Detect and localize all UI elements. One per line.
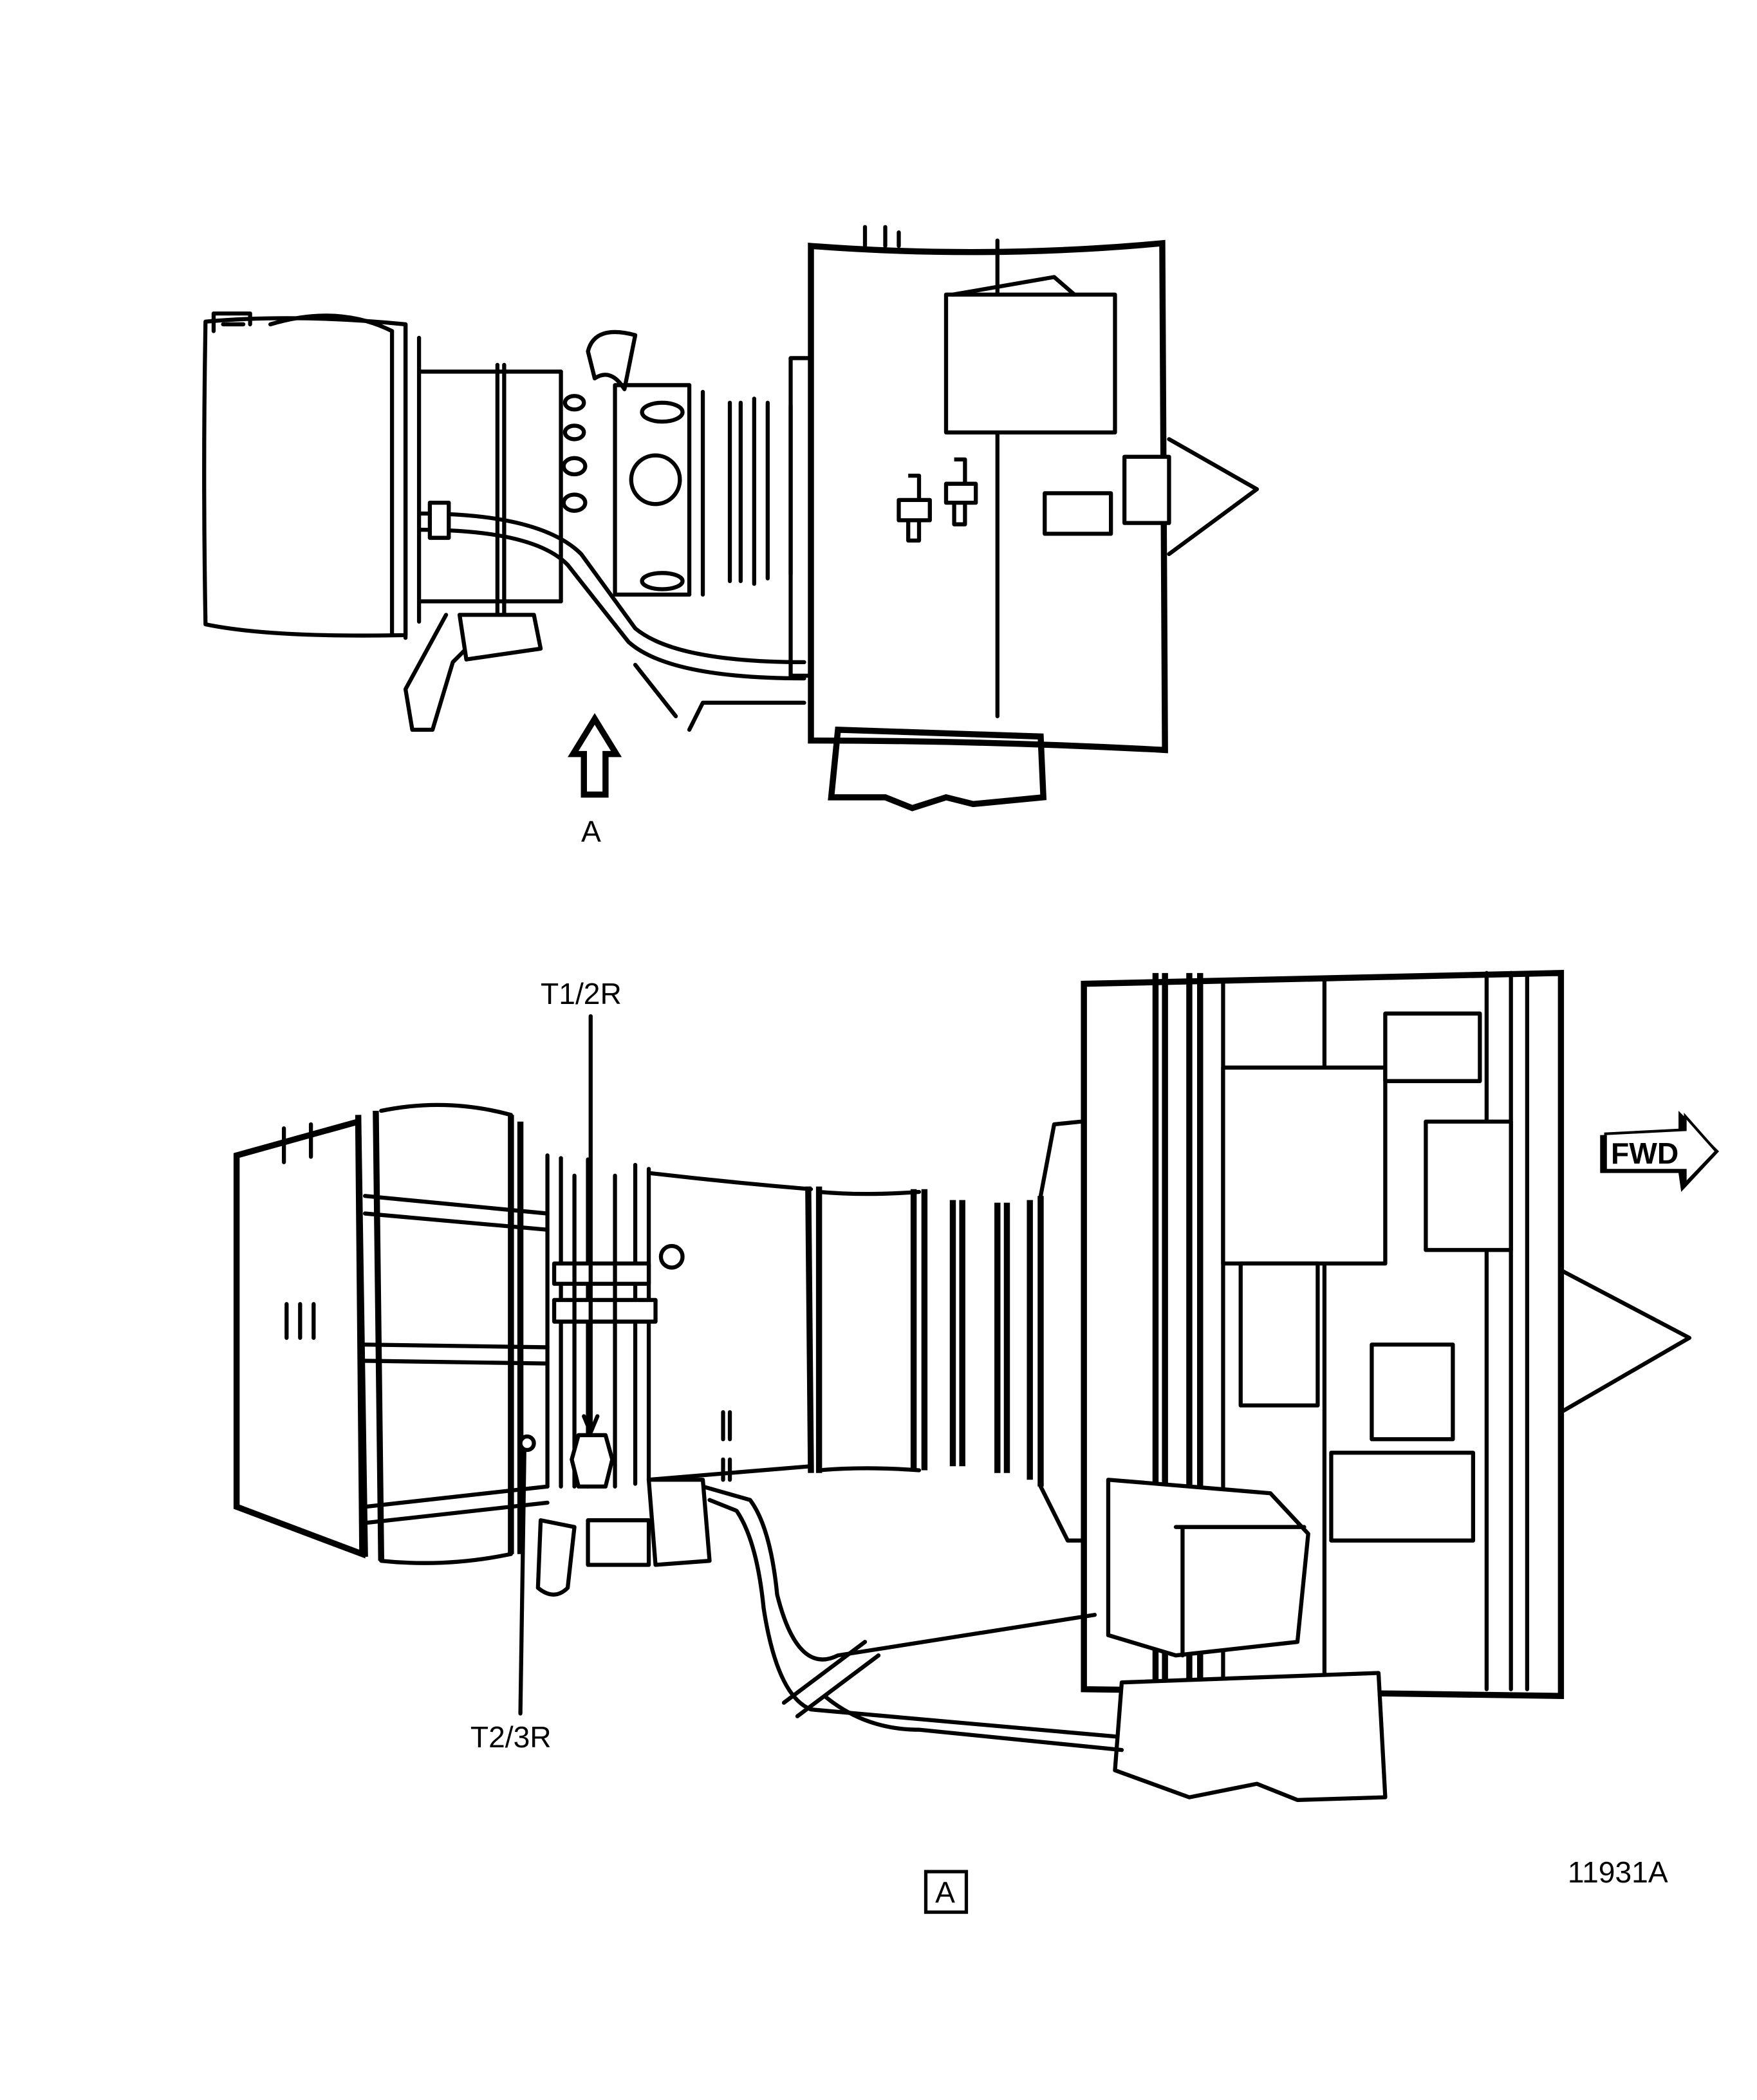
engine-side-view: A — [202, 225, 1260, 848]
fwd-direction-arrow: FWD — [1600, 1110, 1720, 1192]
gearbox — [828, 726, 1047, 812]
fan-case — [808, 239, 1168, 754]
view-a-label-text: A — [935, 1875, 955, 1909]
engine-detail-view: T1/2R T2/3R FWD — [233, 969, 1720, 1803]
spinner-cone — [1167, 437, 1260, 557]
callout-t1-2r-label: T1/2R — [541, 977, 622, 1010]
fwd-label: FWD — [1611, 1137, 1678, 1170]
callout-t1-2r: T1/2R — [541, 977, 622, 1435]
figure-number: 11931A — [1568, 1855, 1668, 1889]
callout-t2-3r-label: T2/3R — [470, 1720, 552, 1754]
callout-t2-3r: T2/3R — [470, 1434, 552, 1754]
detail-fan-case — [1081, 969, 1565, 1699]
view-a-arrow: A — [568, 713, 622, 848]
port-holes — [561, 394, 685, 591]
detail-spinner-cone — [1559, 1268, 1691, 1415]
view-a-label: A — [924, 1870, 969, 1914]
exhaust-nozzle — [202, 316, 408, 638]
view-a-arrow-label: A — [581, 815, 601, 848]
